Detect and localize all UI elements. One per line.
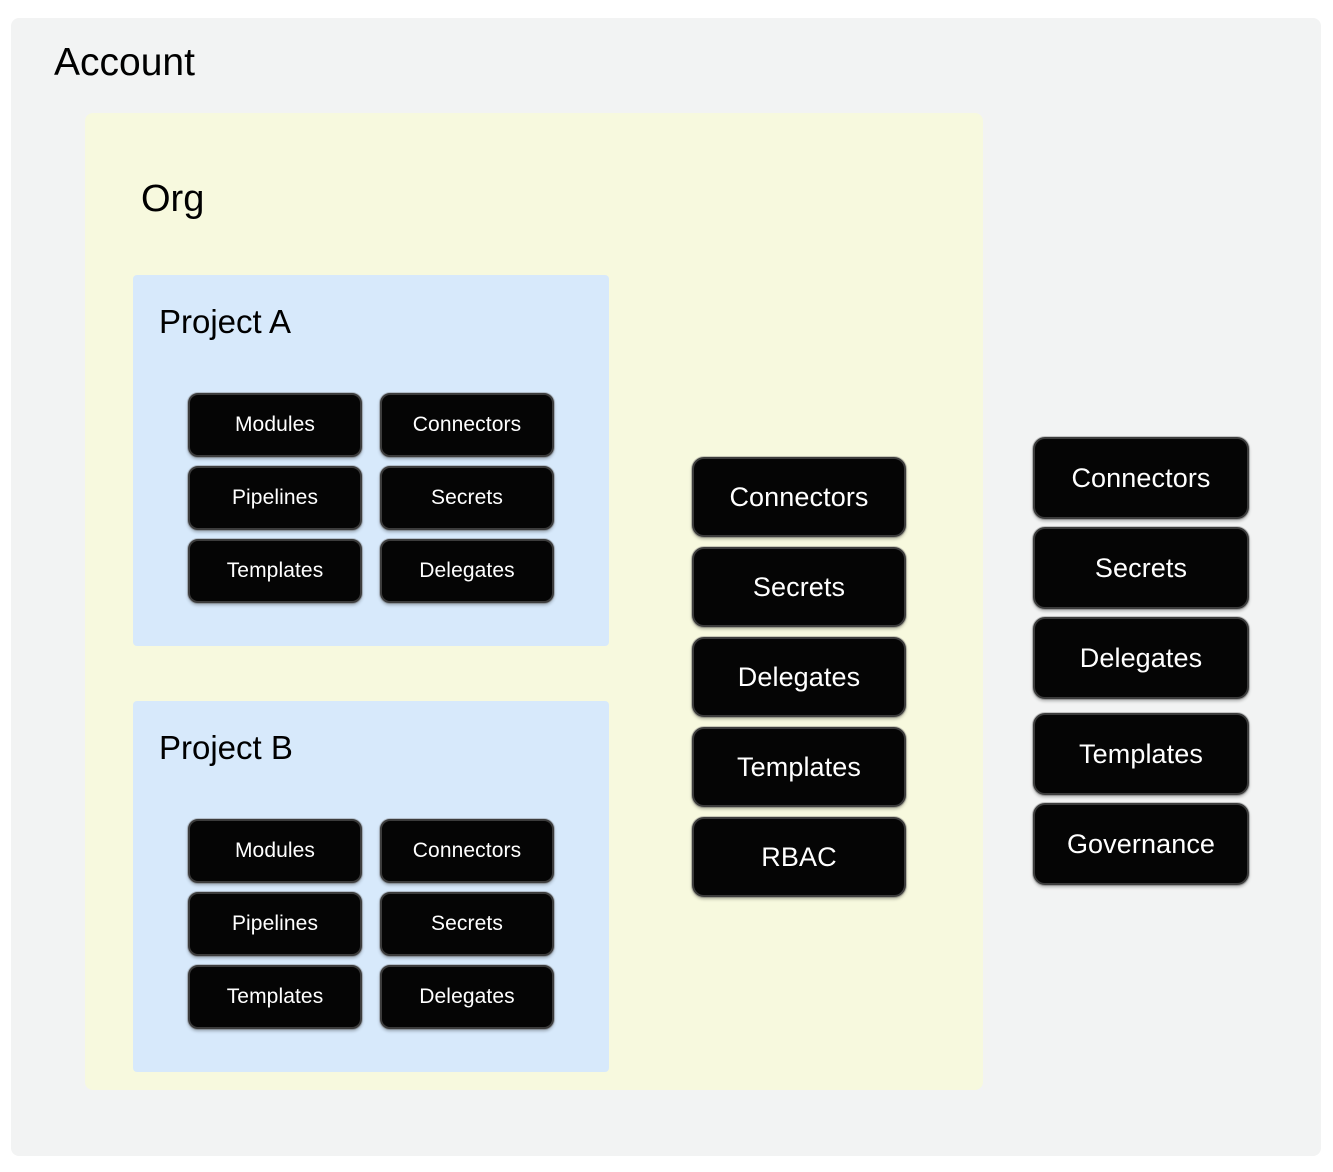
org-resource-column: Connectors Secrets Delegates Templates R… bbox=[692, 457, 906, 907]
org-node-rbac[interactable]: RBAC bbox=[692, 817, 906, 897]
project-b-node-secrets[interactable]: Secrets bbox=[380, 892, 554, 956]
project-a-title: Project A bbox=[159, 303, 292, 340]
org-scope-container: Org Project A Modules Connectors Pipelin… bbox=[85, 113, 983, 1090]
project-b-node-templates[interactable]: Templates bbox=[188, 965, 362, 1029]
project-b-node-delegates[interactable]: Delegates bbox=[380, 965, 554, 1029]
account-scope-container: Account Org Project A Modules Connectors… bbox=[11, 18, 1321, 1156]
org-node-templates[interactable]: Templates bbox=[692, 727, 906, 807]
account-resource-column: Connectors Secrets Delegates Templates G… bbox=[1033, 437, 1249, 905]
project-b-title: Project B bbox=[159, 729, 293, 766]
project-a-node-templates[interactable]: Templates bbox=[188, 539, 362, 603]
account-node-governance[interactable]: Governance bbox=[1033, 803, 1249, 885]
project-b-node-connectors[interactable]: Connectors bbox=[380, 819, 554, 883]
project-b-scope-container: Project B Modules Connectors Pipelines S… bbox=[133, 701, 609, 1072]
org-node-connectors[interactable]: Connectors bbox=[692, 457, 906, 537]
org-node-secrets[interactable]: Secrets bbox=[692, 547, 906, 627]
project-a-scope-container: Project A Modules Connectors Pipelines S… bbox=[133, 275, 609, 646]
org-node-delegates[interactable]: Delegates bbox=[692, 637, 906, 717]
account-node-secrets[interactable]: Secrets bbox=[1033, 527, 1249, 609]
project-a-node-secrets[interactable]: Secrets bbox=[380, 466, 554, 530]
account-node-connectors[interactable]: Connectors bbox=[1033, 437, 1249, 519]
project-b-node-modules[interactable]: Modules bbox=[188, 819, 362, 883]
project-a-node-connectors[interactable]: Connectors bbox=[380, 393, 554, 457]
project-a-node-pipelines[interactable]: Pipelines bbox=[188, 466, 362, 530]
account-node-delegates[interactable]: Delegates bbox=[1033, 617, 1249, 699]
org-scope-title: Org bbox=[141, 178, 205, 220]
project-a-node-delegates[interactable]: Delegates bbox=[380, 539, 554, 603]
account-node-templates[interactable]: Templates bbox=[1033, 713, 1249, 795]
project-b-node-pipelines[interactable]: Pipelines bbox=[188, 892, 362, 956]
account-scope-title: Account bbox=[54, 41, 195, 84]
project-a-node-modules[interactable]: Modules bbox=[188, 393, 362, 457]
